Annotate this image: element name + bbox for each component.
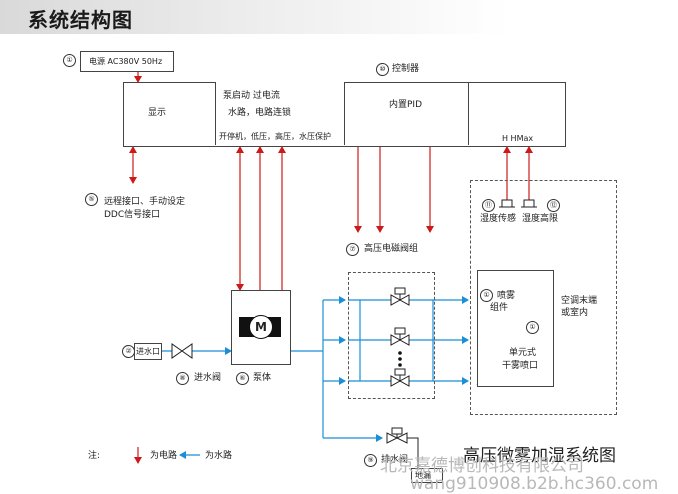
watermark-company: 北京嘉德博创科技有限公司 <box>380 456 584 476</box>
pump-label: 泵体 <box>253 373 272 383</box>
controller-divider <box>468 82 469 145</box>
solenoid-valve-2 <box>390 327 410 346</box>
controller-pid: 内置PID <box>389 100 423 110</box>
nozzle-right-number: ① <box>526 321 539 334</box>
valve-group-box <box>348 272 435 399</box>
nozzle-right-label-2: 干雾喷口 <box>502 361 539 371</box>
inlet-valve-symbol <box>171 343 193 359</box>
title-bar: 系统结构图 <box>0 0 678 34</box>
humidity-high-symbol <box>521 199 537 208</box>
motor-icon: M <box>249 315 273 339</box>
nozzle-right-label-1: 单元式 <box>509 348 537 358</box>
room-line2: 或室内 <box>561 308 589 318</box>
nozzle-left-label-2: 组件 <box>490 303 509 313</box>
power-number: ① <box>63 54 76 67</box>
controller-display: 显示 <box>148 108 167 118</box>
power-box: 电源 AC380V 50Hz <box>80 51 174 72</box>
floor-drain-box: 地漏 <box>411 468 443 483</box>
floor-drain-label: 地漏 <box>415 471 431 480</box>
page-title: 系统结构图 <box>28 8 133 32</box>
legend-water-label: 为水路 <box>205 451 233 461</box>
controller-number: ⑩ <box>376 63 389 76</box>
controller-pump-section <box>215 82 345 145</box>
remote-line1: 远程接口、手动设定 <box>104 197 186 207</box>
nozzle-left-number: ① <box>480 289 493 302</box>
inlet-valve-number: ⑧ <box>176 372 189 385</box>
room-box <box>470 180 617 415</box>
valve-group-number: ⑦ <box>346 243 359 256</box>
humidity-sensor-number: ⑪ <box>482 199 495 212</box>
watermark-url: wang910908.b2b.hc360.com <box>410 474 659 494</box>
humidity-high-label: 湿度高限 <box>522 214 559 224</box>
drain-number: ⑨ <box>364 454 377 467</box>
valve-ellipsis <box>398 351 402 367</box>
controller-pump-line1: 泵启动 过电流 <box>223 91 280 101</box>
solenoid-valve-3 <box>390 368 410 387</box>
remote-number: ⑤ <box>85 193 98 206</box>
humidity-high-number: ⑫ <box>547 199 560 212</box>
controller-h-label: H HMax <box>502 134 534 143</box>
legend-note: 注: <box>88 451 101 461</box>
power-label: 电源 AC380V 50Hz <box>89 57 163 66</box>
nozzle-left-label-1: 喷雾 <box>497 291 516 301</box>
diagram-caption: 高压微雾加湿系统图 <box>463 446 616 466</box>
room-line1: 空调末端 <box>561 296 598 306</box>
humidity-sensor-label: 湿度传感 <box>480 214 517 224</box>
controller-pump-line3: 开停机，低压，高压，水压保护 <box>219 132 331 141</box>
controller-label: 控制器 <box>392 64 420 74</box>
inlet-box: 进水口 <box>134 343 162 360</box>
valve-group-label: 高压电磁阀组 <box>364 244 419 254</box>
drain-label: 排水阀 <box>381 455 409 465</box>
solenoid-valve-1 <box>390 287 410 306</box>
pump-box: M <box>231 290 291 365</box>
humidity-sensor-symbol <box>499 199 515 208</box>
controller-pump-line2: 水路，电路连锁 <box>228 108 292 118</box>
inlet-label: 进水口 <box>136 347 160 356</box>
legend-electric-label: 为电路 <box>150 451 178 461</box>
remote-line2: DDC信号接口 <box>104 210 161 220</box>
inlet-valve-label: 进水阀 <box>194 373 222 383</box>
pump-number: ⑥ <box>236 372 249 385</box>
drain-valve-symbol <box>386 427 419 468</box>
